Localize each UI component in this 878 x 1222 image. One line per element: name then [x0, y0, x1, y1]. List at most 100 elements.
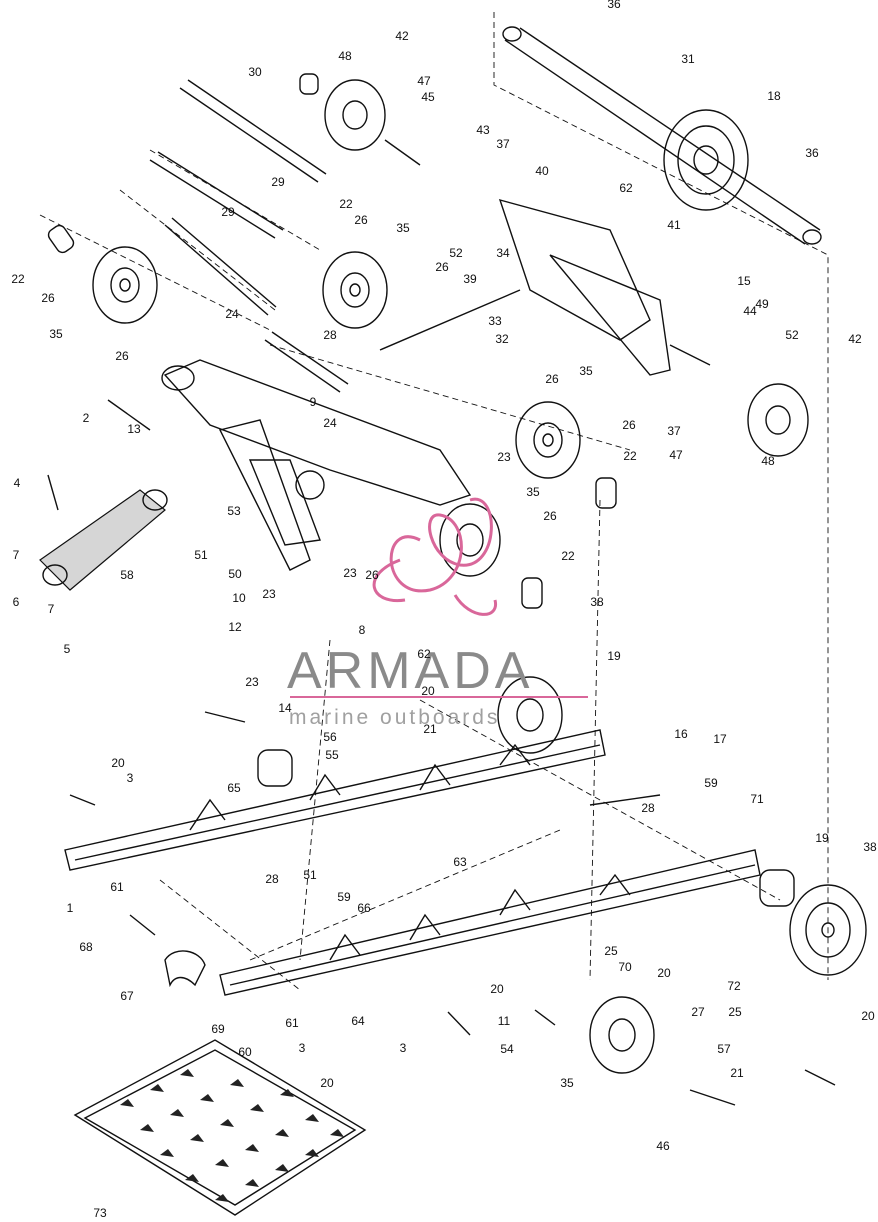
- callout-26: 26: [543, 509, 557, 523]
- callout-63: 63: [453, 855, 467, 869]
- callout-72: 72: [727, 979, 741, 993]
- callout-26: 26: [354, 213, 368, 227]
- callout-22: 22: [339, 197, 353, 211]
- callout-38: 38: [863, 840, 877, 854]
- callout-49: 49: [755, 297, 769, 311]
- callout-50: 50: [228, 567, 242, 581]
- callout-56: 56: [323, 730, 337, 744]
- callout-37: 37: [667, 424, 681, 438]
- callout-27: 27: [691, 1005, 705, 1019]
- callout-54: 54: [500, 1042, 514, 1056]
- front-axle-assembly: [502, 26, 822, 245]
- callout-62: 62: [619, 181, 633, 195]
- callout-18: 18: [767, 89, 781, 103]
- callout-4: 4: [14, 476, 21, 490]
- traction-mat: [73, 1039, 367, 1216]
- callout-25: 25: [604, 944, 618, 958]
- callout-55: 55: [325, 748, 339, 762]
- callout-3: 3: [299, 1041, 306, 1055]
- callout-66: 66: [357, 901, 371, 915]
- callout-57: 57: [717, 1042, 731, 1056]
- callout-24: 24: [323, 416, 337, 430]
- callout-35: 35: [396, 221, 410, 235]
- callout-23: 23: [245, 675, 259, 689]
- callout-46: 46: [656, 1139, 670, 1153]
- callout-7: 7: [48, 602, 55, 616]
- callout-47: 47: [669, 448, 683, 462]
- callout-68: 68: [79, 940, 93, 954]
- callout-52: 52: [785, 328, 799, 342]
- callout-42: 42: [395, 29, 409, 43]
- callout-35: 35: [526, 485, 540, 499]
- watermark: ARMADA marine outboards: [287, 497, 588, 729]
- callout-3: 3: [400, 1041, 407, 1055]
- callout-22: 22: [561, 549, 575, 563]
- callout-28: 28: [265, 872, 279, 886]
- callout-48: 48: [338, 49, 352, 63]
- callout-23: 23: [497, 450, 511, 464]
- callout-31: 31: [681, 52, 695, 66]
- callout-39: 39: [463, 272, 477, 286]
- callout-53: 53: [227, 504, 241, 518]
- callout-26: 26: [435, 260, 449, 274]
- callout-29: 29: [221, 205, 235, 219]
- callout-16: 16: [674, 727, 688, 741]
- callout-5: 5: [64, 642, 71, 656]
- callout-11: 11: [498, 1014, 511, 1028]
- callout-42: 42: [848, 332, 862, 346]
- callout-14: 14: [278, 701, 292, 715]
- callout-65: 65: [227, 781, 241, 795]
- callout-23: 23: [262, 587, 276, 601]
- hardware-bolts: [47, 399, 836, 1106]
- callout-33: 33: [488, 314, 502, 328]
- callout-64: 64: [351, 1014, 365, 1028]
- callout-36: 36: [805, 146, 819, 160]
- callout-60: 60: [238, 1045, 252, 1059]
- slide-rail-left: [64, 729, 606, 871]
- callout-20: 20: [490, 982, 504, 996]
- callout-21: 21: [423, 722, 437, 736]
- callout-8: 8: [359, 623, 366, 637]
- callout-13: 13: [127, 422, 141, 436]
- callout-59: 59: [337, 890, 351, 904]
- idler-shafts: [149, 79, 349, 393]
- callout-51: 51: [303, 868, 317, 882]
- callout-20: 20: [111, 756, 125, 770]
- callout-28: 28: [641, 801, 655, 815]
- callout-9: 9: [310, 395, 317, 409]
- callout-70: 70: [618, 960, 632, 974]
- watermark-flourish: [372, 497, 497, 616]
- front-arm-assembly: [161, 139, 711, 571]
- callout-6: 6: [13, 595, 20, 609]
- callout-20: 20: [657, 966, 671, 980]
- callout-71: 71: [750, 792, 764, 806]
- callout-61: 61: [110, 880, 124, 894]
- callout-20: 20: [320, 1076, 334, 1090]
- callout-19: 19: [607, 649, 621, 663]
- callout-45: 45: [421, 90, 435, 104]
- callout-20: 20: [421, 684, 435, 698]
- callout-52: 52: [449, 246, 463, 260]
- assembly-guide-lines: [39, 12, 829, 991]
- callout-37: 37: [496, 137, 510, 151]
- callout-20: 20: [861, 1009, 875, 1023]
- callout-26: 26: [41, 291, 55, 305]
- callout-38: 38: [590, 595, 604, 609]
- slide-rail-right: [219, 849, 761, 996]
- callout-43: 43: [476, 123, 490, 137]
- callout-25: 25: [728, 1005, 742, 1019]
- callout-12: 12: [228, 620, 242, 634]
- callout-59: 59: [704, 776, 718, 790]
- callout-58: 58: [120, 568, 134, 582]
- callout-29: 29: [271, 175, 285, 189]
- rear-link-arm: [39, 489, 168, 591]
- callout-26: 26: [545, 372, 559, 386]
- callout-36: 36: [607, 0, 621, 11]
- callout-26: 26: [115, 349, 129, 363]
- callout-34: 34: [496, 246, 510, 260]
- callout-35: 35: [579, 364, 593, 378]
- callout-17: 17: [713, 732, 727, 746]
- callout-24: 24: [225, 307, 239, 321]
